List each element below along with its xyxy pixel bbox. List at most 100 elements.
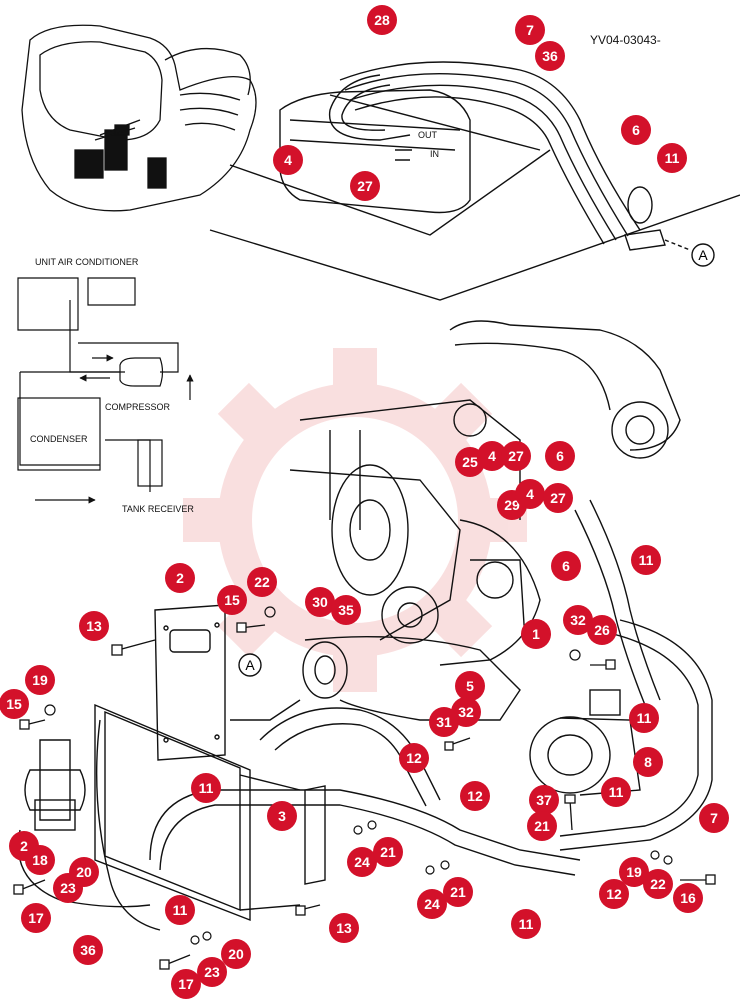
condenser-core [94, 703, 301, 922]
callout-number: 11 [519, 916, 534, 932]
callout-number: 8 [644, 754, 652, 770]
callout-number: 2 [20, 838, 28, 854]
callout-bubble: 13 [79, 611, 109, 641]
callout-number: 15 [224, 592, 240, 608]
callout-bubble: 35 [331, 595, 361, 625]
callout-bubble: 3 [267, 801, 297, 831]
callout-number: 6 [556, 448, 564, 464]
callout-number: 24 [354, 854, 370, 870]
port-in-label: IN [430, 149, 439, 159]
callout-number: 24 [424, 896, 440, 912]
hose-bracket [304, 785, 326, 885]
callout-bubble: 36 [535, 41, 565, 71]
callout-bubble: 27 [543, 483, 573, 513]
callout-bubble: 12 [460, 781, 490, 811]
callout-number: 3 [278, 808, 286, 824]
callout-bubble: 5 [455, 671, 485, 701]
callout-number: 11 [609, 784, 624, 800]
callout-number: 30 [312, 594, 328, 610]
callout-bubble: 11 [601, 777, 631, 807]
callout-bubble: 30 [305, 587, 335, 617]
callout-number: 6 [562, 558, 570, 574]
callout-number: 6 [632, 122, 640, 138]
callout-number: 27 [550, 490, 566, 506]
callout-number: 32 [570, 612, 586, 628]
callout-number: 17 [28, 910, 44, 926]
callout-bubble: 13 [329, 913, 359, 943]
view-marker-lower: A [238, 653, 262, 677]
callout-bubble: 21 [373, 837, 403, 867]
callout-number: 21 [534, 818, 550, 834]
callout-number: 1 [532, 626, 540, 642]
callout-bubble: 18 [25, 845, 55, 875]
callout-bubble: 6 [545, 441, 575, 471]
callout-bubble: 11 [511, 909, 541, 939]
washers-nuts [44, 606, 673, 945]
callout-number: 12 [406, 750, 422, 766]
callout-bubble: 7 [699, 803, 729, 833]
callout-number: 5 [466, 678, 474, 694]
callout-number: 22 [650, 876, 666, 892]
callout-number: 20 [76, 864, 92, 880]
callout-bubble: 19 [25, 665, 55, 695]
callout-bubble: 11 [629, 703, 659, 733]
callout-number: 22 [254, 574, 270, 590]
callout-bubble: 32 [563, 605, 593, 635]
flow-label-unit: UNIT AIR CONDITIONER [35, 257, 139, 267]
callout-number: 18 [32, 852, 48, 868]
callout-bubble: 21 [527, 811, 557, 841]
callout-number: 25 [462, 454, 478, 470]
callout-number: 12 [467, 788, 483, 804]
callout-number: 16 [680, 890, 696, 906]
callout-number: 36 [542, 48, 558, 64]
callout-bubble: 26 [587, 615, 617, 645]
callout-bubble: 20 [221, 939, 251, 969]
callout-number: 11 [665, 150, 680, 166]
callout-bubble: 31 [429, 707, 459, 737]
callout-number: 4 [526, 486, 534, 502]
callout-bubble: 4 [273, 145, 303, 175]
callout-bubble: 12 [399, 743, 429, 773]
callout-bubble: 22 [643, 869, 673, 899]
callout-bubble: 7 [515, 15, 545, 45]
callout-bubble: 4 [477, 441, 507, 471]
callout-bubble: 15 [217, 585, 247, 615]
callout-number: 11 [173, 902, 188, 918]
callout-number: 31 [436, 714, 452, 730]
callout-bubble: 11 [165, 895, 195, 925]
callout-bubble: 20 [69, 857, 99, 887]
callout-number: 11 [637, 710, 652, 726]
callout-number: 2 [176, 570, 184, 586]
refrigerant-flow-schematic [17, 277, 194, 504]
callout-bubble: 15 [0, 689, 29, 719]
callout-number: 7 [710, 810, 718, 826]
callout-bubble: 27 [501, 441, 531, 471]
ac-unit-hose-routing [209, 61, 740, 301]
callout-bubble: 36 [73, 935, 103, 965]
callout-number: 13 [336, 920, 352, 936]
callout-number: 12 [606, 886, 622, 902]
callout-bubble: 8 [633, 747, 663, 777]
callout-bubble: 21 [443, 877, 473, 907]
callout-number: 28 [374, 12, 390, 28]
callout-number: 26 [594, 622, 610, 638]
svg-text:A: A [698, 247, 708, 263]
callout-bubble: 22 [247, 567, 277, 597]
callout-number: 21 [450, 884, 466, 900]
callout-number: 13 [86, 618, 102, 634]
callout-number: 21 [380, 844, 396, 860]
callout-bubble: 37 [529, 785, 559, 815]
callout-bubble: 1 [521, 619, 551, 649]
callout-number: 19 [32, 672, 48, 688]
callout-bubble: 4 [515, 479, 545, 509]
callout-bubble: 17 [21, 903, 51, 933]
callout-number: 35 [338, 602, 354, 618]
drawing-code: YV04-03043- [590, 33, 661, 47]
callout-number: 4 [284, 152, 292, 168]
flow-label-compressor: COMPRESSOR [105, 402, 171, 412]
callout-bubble: 11 [191, 773, 221, 803]
callout-bubble: 11 [657, 143, 687, 173]
receiver-drier [24, 739, 86, 831]
callout-bubble: 28 [367, 5, 397, 35]
